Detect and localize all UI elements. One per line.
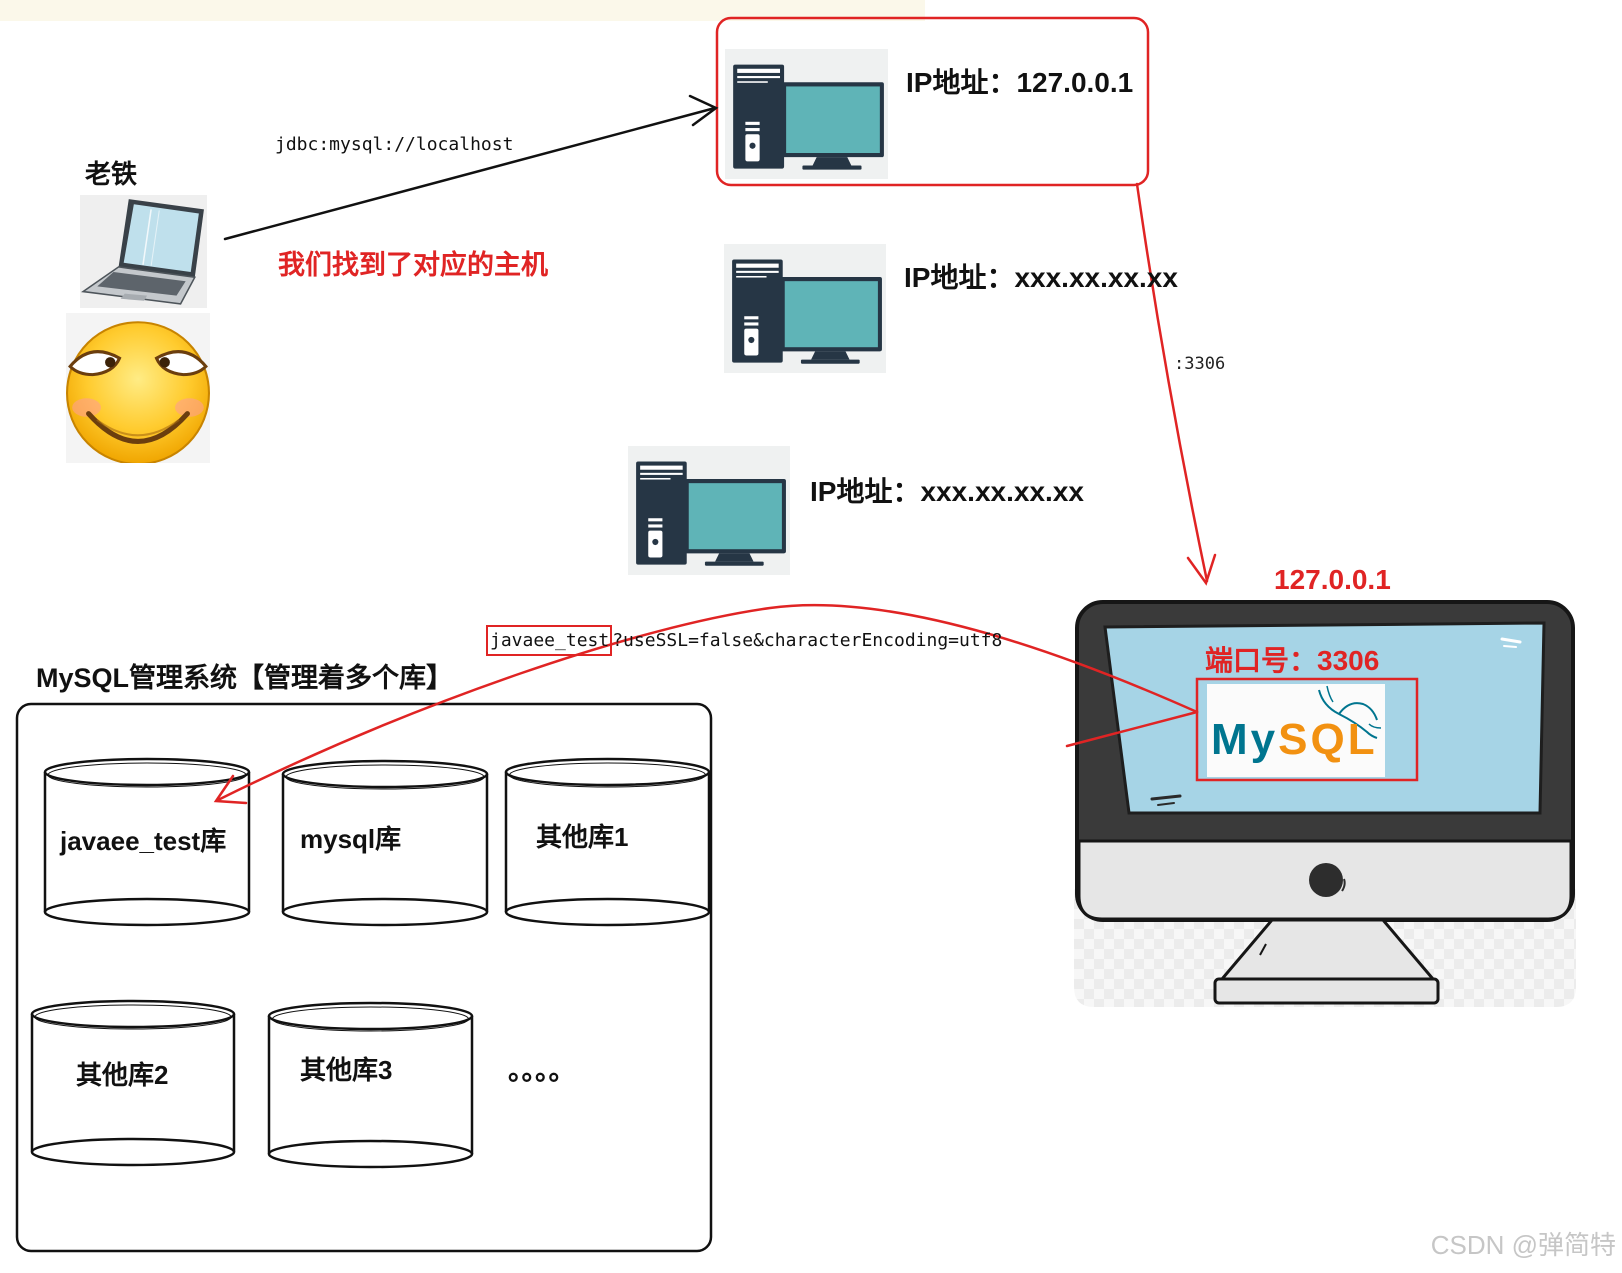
mysql-logo: MySQL — [1207, 684, 1385, 777]
jdbc-url-database: javaee_test — [486, 625, 613, 656]
more-databases-ellipsis: 。。。。 — [508, 1056, 576, 1086]
server-2-desktop-icon — [724, 244, 886, 373]
mysql-system-title: MySQL管理系统【管理着多个库】 — [36, 663, 454, 693]
database-label-other-1: 其他库1 — [536, 822, 629, 852]
target-port-label: 端口号：3306 — [1205, 645, 1380, 676]
top-server-desktop-icon — [725, 49, 888, 179]
jdbc-url-text: javaee_test?useSSL=false&characterEncodi… — [486, 625, 1003, 656]
top-server-ip-label: IP地址：127.0.0.1 — [906, 67, 1134, 98]
database-cylinder-other-3 — [267, 1001, 474, 1169]
found-host-note: 我们找到了对应的主机 — [278, 250, 548, 280]
database-label-other-3: 其他库3 — [300, 1055, 393, 1085]
server-to-port-arrow — [1135, 182, 1217, 586]
laptop-icon — [80, 195, 207, 308]
client-name: 老铁 — [85, 159, 138, 189]
top-highlight-strip — [0, 0, 925, 21]
database-label-other-2: 其他库2 — [76, 1060, 169, 1090]
mysql-logo-text: MySQL — [1211, 718, 1378, 762]
database-label-mysql: mysql库 — [300, 824, 402, 854]
server-3-desktop-icon — [628, 446, 790, 575]
client-to-server-arrow — [223, 94, 719, 241]
jdbc-url-params: ?useSSL=false&characterEncoding=utf8 — [612, 630, 1003, 651]
target-host-ip: 127.0.0.1 — [1274, 564, 1391, 595]
mysql-system-container — [15, 702, 713, 1253]
mysql-logo-my: My — [1211, 715, 1279, 764]
database-label-javaee-test: javaee_test库 — [60, 826, 227, 856]
server-3-ip-label: IP地址：xxx.xx.xx.xx — [810, 476, 1084, 507]
grinning-emoji-icon — [66, 313, 210, 463]
mysql-logo-sql: SQL — [1278, 715, 1378, 764]
server-2-ip-label: IP地址：xxx.xx.xx.xx — [904, 262, 1178, 293]
connection-string: jdbc:mysql://localhost — [275, 134, 514, 155]
watermark: CSDN @弹简特 — [1430, 1230, 1616, 1260]
port-link-label: :3306 — [1174, 354, 1226, 374]
